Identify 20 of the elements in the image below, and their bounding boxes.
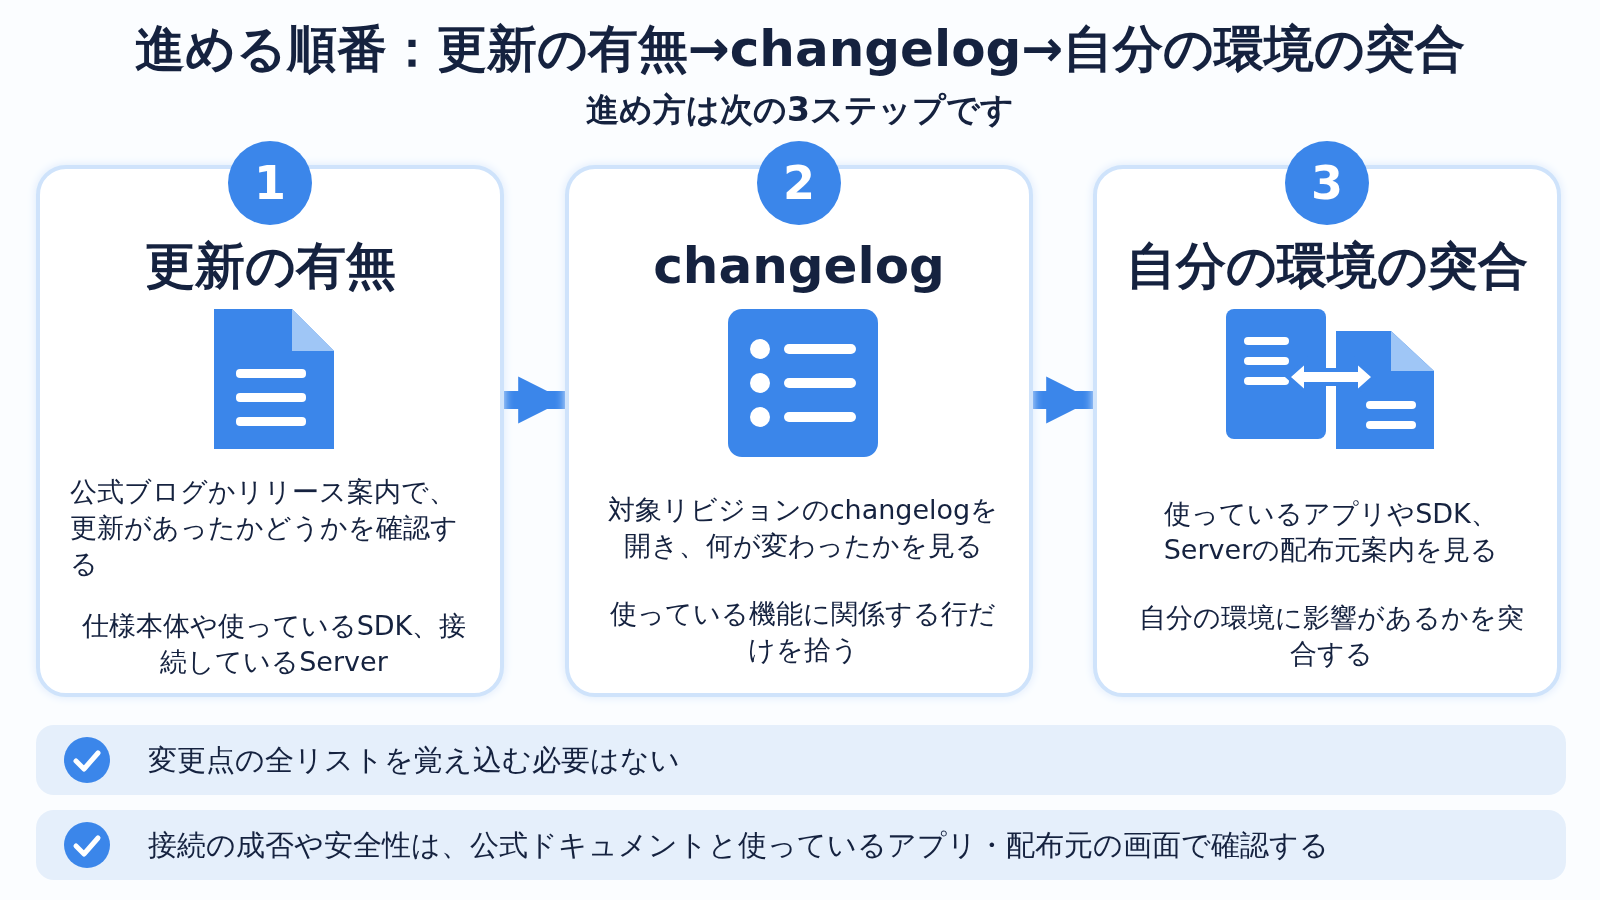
title: 進める順番：更新の有無→changelog→自分の環境の突合	[133, 19, 1467, 80]
step-heading: changelog	[652, 236, 946, 297]
arrow	[1033, 376, 1093, 424]
check-text: 変更点の全リストを覚え込む必要はない	[148, 742, 680, 779]
step-number: 1	[228, 141, 312, 225]
step-description: 公式ブログかリリース案内で、更新があったかどうかを確認する	[70, 475, 459, 581]
step-note: 使っている機能に関係する行だけを拾う	[609, 597, 997, 667]
step-number: 3	[1285, 141, 1369, 225]
step-heading: 自分の環境の突合	[1125, 236, 1529, 297]
check-band	[36, 725, 1566, 795]
step-note: 仕様本体や使っているSDK、接続しているServer	[80, 609, 468, 679]
step-heading: 更新の有無	[143, 236, 397, 297]
step-note: 自分の環境に影響があるかを突合する	[1137, 601, 1525, 671]
subtitle: 進め方は次の3ステップです	[585, 89, 1015, 131]
step-description: 使っているアプリやSDK、Serverの配布元案内を見る	[1162, 497, 1500, 567]
check-text: 接続の成否や安全性は、公式ドキュメントと使っているアプリ・配布元の画面で確認する	[148, 827, 1329, 864]
check-band	[36, 810, 1566, 880]
step-description: 対象リビジョンのchangelogを開き、何が変わったかを見る	[606, 493, 1000, 563]
step-number: 2	[757, 141, 841, 225]
arrow	[504, 376, 565, 424]
